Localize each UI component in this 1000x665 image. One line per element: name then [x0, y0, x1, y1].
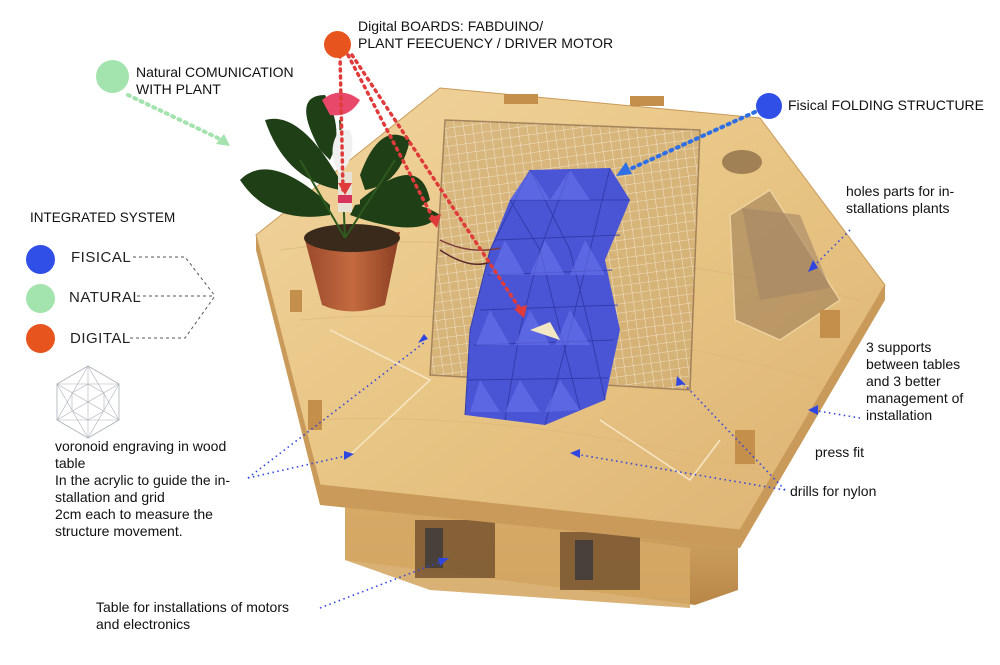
natural-communication-label: Natural COMUNICATION WITH PLANT — [136, 64, 294, 97]
holes-parts-label: holes parts for in- stallations plants — [846, 183, 955, 216]
legend-natural-dot — [26, 284, 55, 313]
legend-connectors — [130, 256, 216, 339]
legend-digital-dot — [26, 324, 55, 353]
natural-marker-dot — [96, 60, 129, 93]
voronoid-label: voronoid engraving in wood table In the … — [55, 438, 231, 539]
legend-natural-label: NATURAL — [69, 289, 142, 306]
origami-structure — [464, 167, 630, 426]
round-hole — [722, 150, 762, 174]
legend-fisical-label: FISICAL — [71, 249, 132, 266]
press-fit-label: press fit — [815, 444, 865, 460]
legend-fisical-dot — [26, 245, 55, 274]
drills-nylon-label: drills for nylon — [790, 483, 877, 499]
digital-callout-lines — [338, 53, 524, 314]
lower-table — [345, 500, 738, 608]
fisical-marker-dot — [756, 93, 782, 119]
natural-callout-line — [126, 93, 224, 142]
annotation-lines — [247, 229, 861, 609]
supports-label: 3 supports between tables and 3 better m… — [866, 339, 964, 423]
fisical-folding-label: Fisical FOLDING STRUCTURE — [788, 97, 985, 113]
digital-marker-dot — [324, 31, 351, 58]
legend-title: INTEGRATED SYSTEM — [30, 210, 176, 225]
table-motors-label: Table for installations of motors and el… — [96, 599, 289, 632]
legend-digital-label: DIGITAL — [70, 330, 131, 347]
fisical-callout-line — [626, 110, 757, 172]
voronoid-icon — [56, 365, 120, 439]
digital-boards-label: Digital BOARDS: FABDUINO/ PLANT FEECUENC… — [358, 18, 614, 51]
